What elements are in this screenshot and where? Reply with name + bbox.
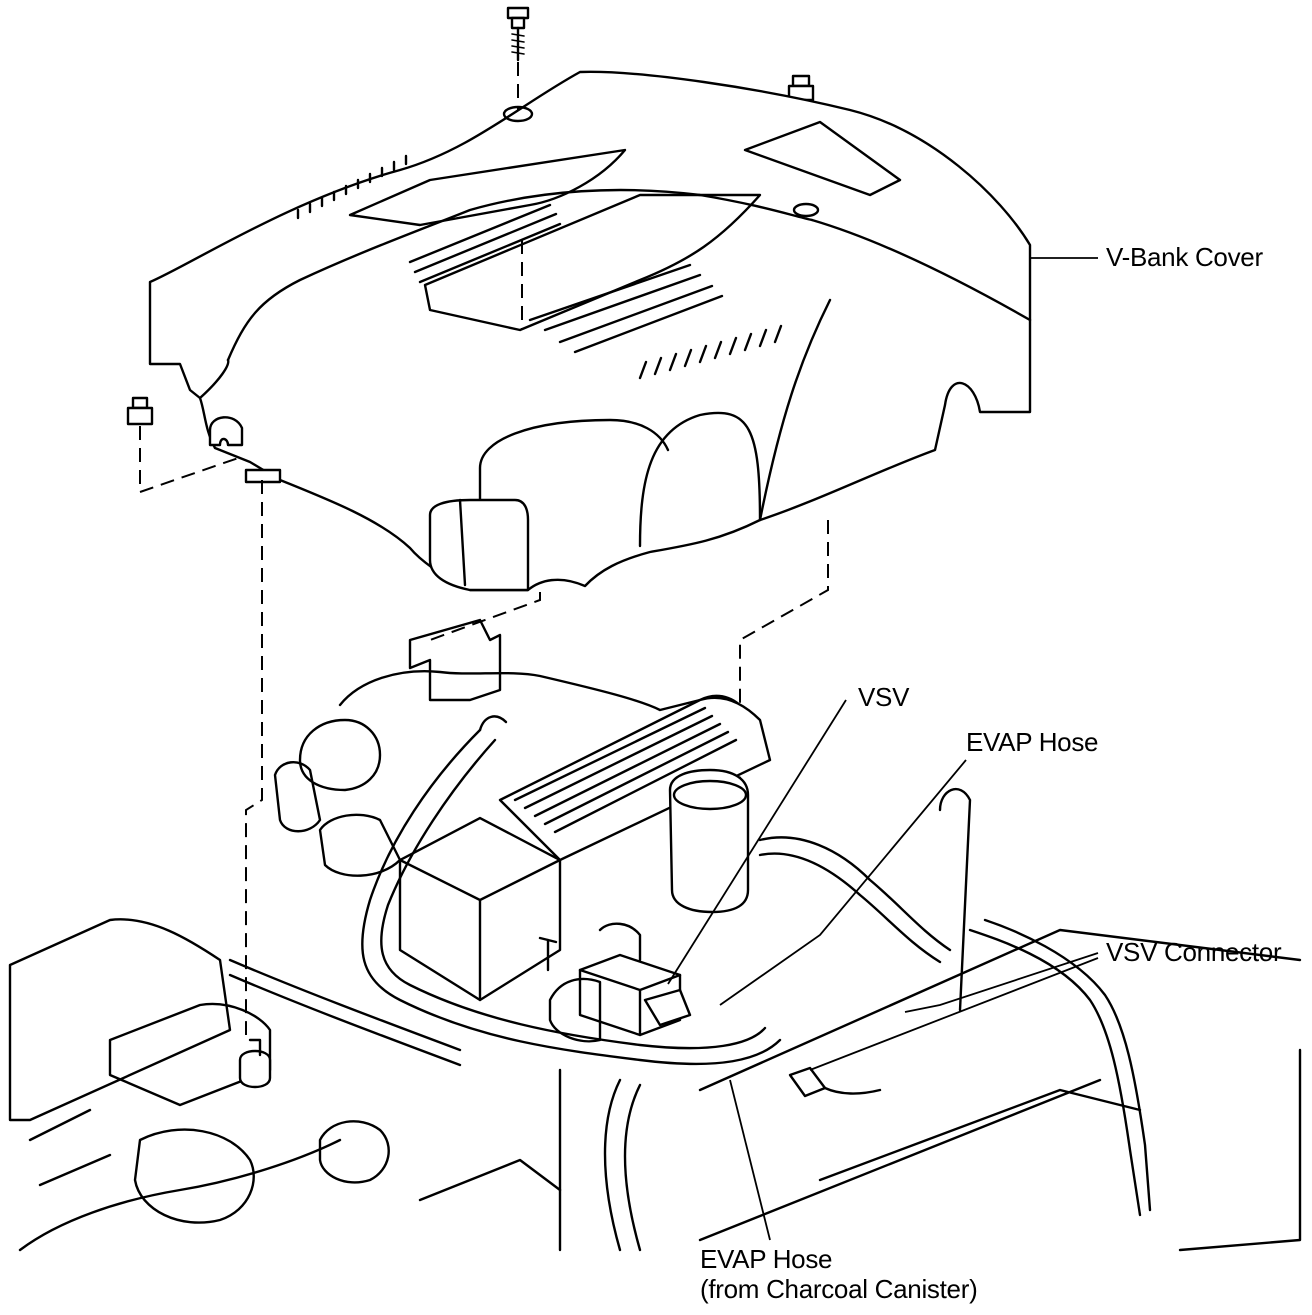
- guide-right: [739, 520, 829, 780]
- leader-vsv-connector: [904, 952, 1099, 1013]
- label-evap-hose-canister-line1: EVAP Hose: [700, 1244, 833, 1274]
- leader-evap-hose-canister: [729, 1079, 771, 1241]
- leader-vsv: [667, 699, 847, 985]
- v-bank-cover: [148, 70, 1032, 592]
- label-vsv-connector: VSV Connector: [1106, 937, 1282, 967]
- label-evap-hose: EVAP Hose: [966, 727, 1099, 757]
- guide-left: [245, 480, 263, 1035]
- leader-evap-hose: [719, 759, 967, 1006]
- label-evap-hose-canister-line2: (from Charcoal Canister): [700, 1274, 978, 1304]
- nut-left-guide: [139, 426, 245, 494]
- label-v-bank-cover: V-Bank Cover: [1106, 242, 1263, 272]
- leader-vsv-connector-2: [809, 957, 1099, 1071]
- nut-left: [126, 396, 154, 426]
- label-vsv: VSV: [858, 682, 910, 712]
- guide-center: [429, 592, 541, 641]
- engine: [8, 618, 1302, 1252]
- bolt-top: [506, 6, 530, 62]
